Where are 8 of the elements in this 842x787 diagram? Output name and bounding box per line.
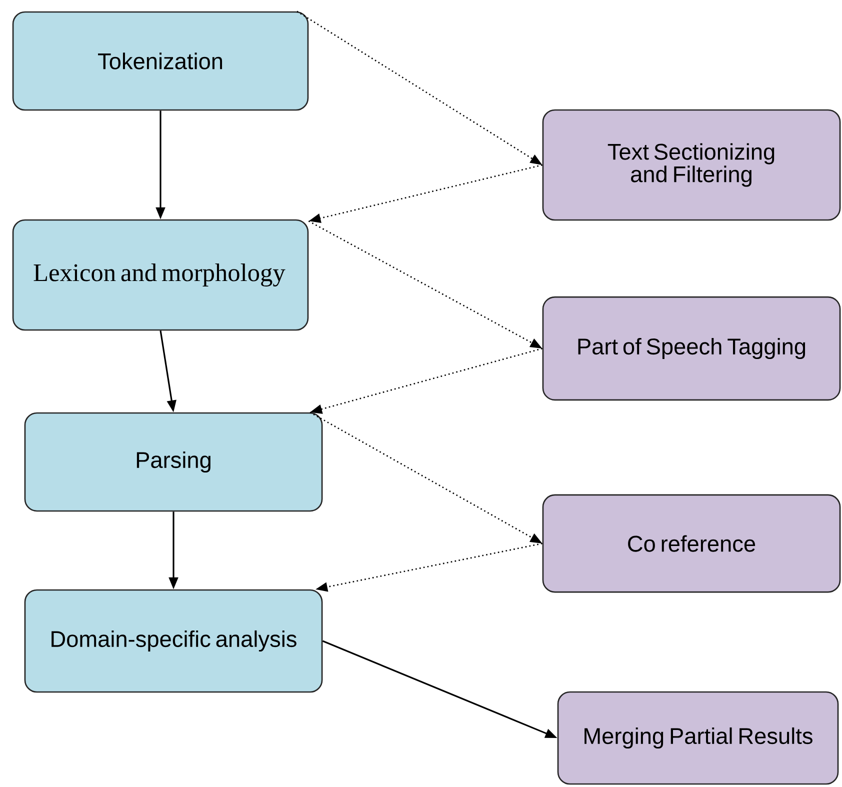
process-box: Tokenization: [12, 11, 309, 111]
task-box: Part of Speech Tagging: [542, 296, 841, 401]
process-box: Lexicon and morphology: [12, 219, 309, 331]
process-box: Parsing: [24, 412, 323, 512]
task-box: Text Sectionizing and Filtering: [542, 109, 841, 221]
process-box: Domain-specific analysis: [24, 589, 323, 693]
task-box: Co reference: [542, 494, 841, 593]
task-box: Merging Partial Results: [557, 691, 839, 785]
